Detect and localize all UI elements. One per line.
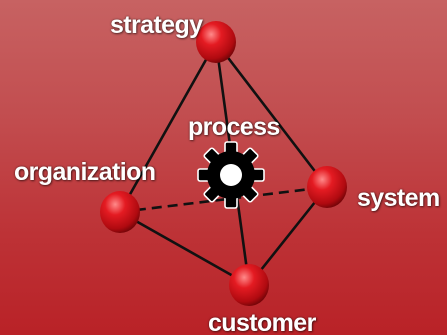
edge-organization-system-dashed (119, 185, 328, 214)
edge-strategy-organization (118, 40, 218, 214)
label-system: system (357, 184, 440, 212)
label-organization: organization (14, 158, 156, 186)
edge-system-customer (247, 185, 329, 287)
node-system (307, 166, 347, 208)
node-strategy (196, 21, 236, 63)
pyramid-nodes (100, 21, 347, 306)
label-customer: customer (208, 309, 316, 335)
edge-organization-customer (118, 210, 251, 287)
node-organization (100, 191, 140, 233)
gear-icon (197, 141, 265, 209)
label-strategy: strategy (110, 11, 203, 39)
label-process: process (188, 113, 280, 141)
node-customer (229, 264, 269, 306)
edge-strategy-system (214, 40, 329, 189)
